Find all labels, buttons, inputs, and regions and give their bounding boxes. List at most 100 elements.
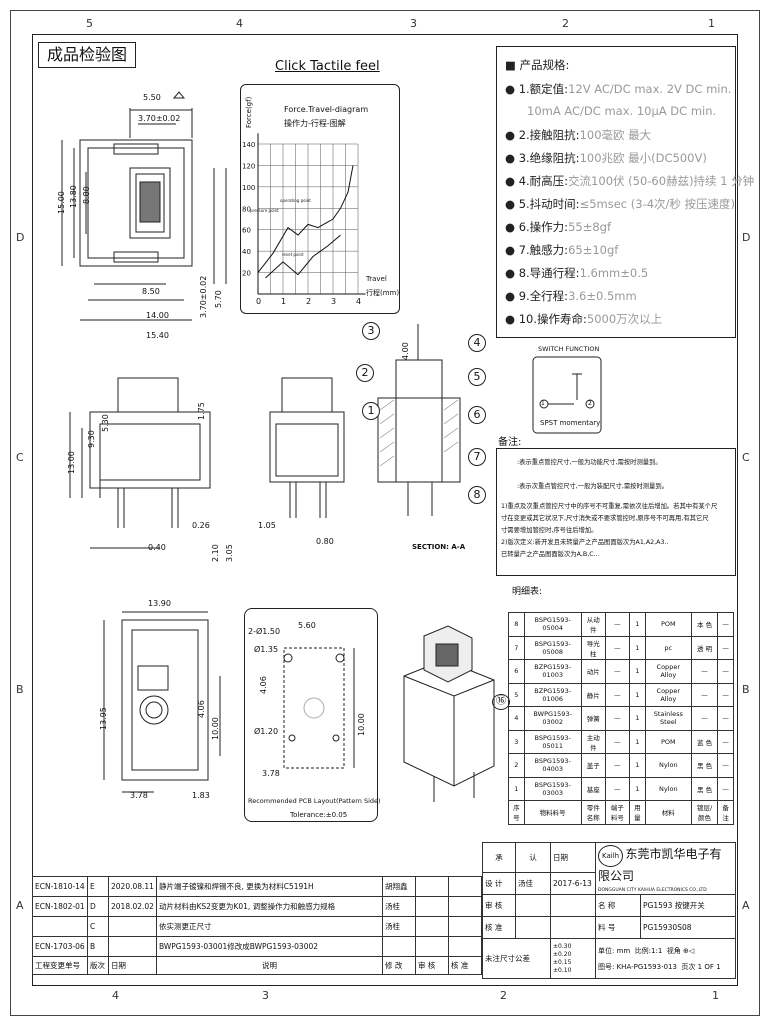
spec-item: ● 6.操作力:55±8gf: [505, 220, 611, 234]
pcb-caption: Recommended PCB Layout(Pattern Side): [248, 797, 381, 805]
dim-1-83: 1.83: [192, 791, 210, 800]
spec-value: 100兆欧 最小(DC500V): [579, 151, 707, 165]
part-balloon: 3: [362, 322, 380, 340]
spec-label: 6.操作力:: [518, 220, 569, 234]
spec-value: 100毫欧 最大: [579, 128, 652, 142]
dim-1-75: 1.75: [197, 402, 206, 420]
chart-y-tick: 20: [242, 270, 251, 278]
pcb-dim-1-35: Ø1.35: [254, 645, 279, 654]
bom-cell-term: —: [604, 753, 630, 778]
dim-9-30: 9.30: [87, 430, 96, 448]
notes-title: 备注:: [498, 437, 522, 448]
bom-cell-color: —: [690, 659, 719, 684]
zone-top-1: 1: [708, 17, 715, 30]
bom-cell-color: 蓝 色: [690, 729, 719, 754]
bom-cell-part: BSPG1593-05008: [523, 635, 582, 660]
bom-cell-name: 盖子: [580, 753, 606, 778]
spec-value: 5000万次以上: [586, 312, 663, 326]
bom-cell-no: 4: [508, 706, 525, 731]
bom-cell-part: BSPG1593-04003: [523, 753, 582, 778]
rev-cell-empty: [415, 936, 449, 957]
chart-y-tick: 100: [242, 184, 255, 192]
rev-col-desc: 说明: [155, 956, 384, 975]
bom-cell-no: 1: [508, 776, 525, 801]
tb-ren: 认: [515, 842, 551, 873]
drawing-border: [32, 34, 738, 986]
spst-symbol: [532, 356, 602, 434]
bom-cell-qty: 1: [628, 729, 646, 754]
rev-cell-empty: [448, 936, 482, 957]
chart-x-label-cn: 行程(mm): [366, 289, 400, 297]
chart-x-tick: 0: [256, 297, 261, 306]
part-balloon: 6: [468, 406, 486, 424]
zone-bottom-1: 1: [712, 989, 719, 1002]
bom-cell-qty: 1: [628, 706, 646, 731]
spec-header: ■ 产品规格:: [505, 58, 570, 72]
chart-y-tick: 80: [242, 205, 251, 213]
dim-0-40: 0.40: [148, 543, 166, 552]
spec-value: 1.6mm±0.5: [579, 266, 649, 280]
revision-header-row: 工程变更单号 版次 日期 说明 修 改 审 核 核 准: [32, 956, 482, 975]
pcb-layout-drawing: [283, 647, 355, 769]
rev-cell-empty: [415, 876, 449, 897]
zone-top-4: 4: [236, 17, 243, 30]
pcb-layout-frame: [244, 608, 378, 822]
spec-label: 4.耐高压:: [518, 174, 569, 188]
tb-part-label: 料 号: [595, 916, 641, 939]
note-line: 1)重点及次重点管控尺寸中的序号不可重复,需依次往后增加。若其中有某个尺: [501, 503, 718, 510]
chart-annotation: reset point: [282, 252, 304, 257]
bom-cell-mat: Stainless Steel: [644, 706, 692, 731]
spec-label: 5.抖动时间:: [518, 197, 580, 211]
chart-y-tick: 40: [242, 248, 251, 256]
zone-left-b: B: [16, 683, 24, 696]
rev-cell-empty: [415, 916, 449, 937]
part-balloon: 4: [468, 334, 486, 352]
bom-cell-name: 弹簧: [580, 706, 606, 731]
rev-cell-empty: [448, 896, 482, 917]
tb-page: 页次 1 OF 1: [681, 962, 721, 971]
chart-x-tick: 4: [356, 297, 361, 306]
dim-15-40: 15.40: [146, 331, 169, 340]
spec-item: ● 4.耐高压:交流100伏 (50-60赫兹)持续 1 分钟: [505, 174, 755, 188]
assembly-balloon: ⑯: [492, 694, 510, 710]
bom-cell-qty: 1: [628, 753, 646, 778]
tb-tol-4: ±0.10: [553, 966, 572, 974]
chart-y-tick: 60: [242, 227, 251, 235]
tb-tol-1: ±0.30: [553, 942, 572, 950]
spec-item: ● 8.导通行程:1.6mm±0.5: [505, 266, 649, 280]
bom-cell-term: —: [604, 706, 630, 731]
part-balloon: 8: [468, 486, 486, 504]
bom-cell-mat: Nylon: [644, 753, 692, 778]
zone-right-d: D: [742, 231, 751, 244]
bom-col-note: 备注: [717, 800, 734, 825]
rev-cell-ecn: ECN-1810-14: [32, 876, 88, 897]
bom-cell-color: 透 明: [690, 635, 719, 660]
rev-col-check: 审 核: [415, 956, 449, 975]
zone-bottom-3: 3: [262, 989, 269, 1002]
bom-col-no: 序号: [508, 800, 525, 825]
spec-value: 65±10gf: [568, 243, 619, 257]
bom-cell-no: 3: [508, 729, 525, 754]
bom-cell-color: 本 色: [690, 612, 719, 637]
bom-cell-qty: 1: [628, 612, 646, 637]
spec-value: 12V AC/DC max. 2V DC min.: [568, 82, 732, 96]
bom-cell-note: —: [717, 682, 734, 707]
company-name-cn: 东莞市凯华电子有限公司: [598, 846, 722, 883]
spec-item: ● 1.额定值:12V AC/DC max. 2V DC min.: [505, 82, 732, 96]
chart-series-line: [257, 165, 354, 273]
tb-drawing-label: 图号:: [598, 962, 615, 971]
side-view-drawing: [69, 377, 211, 549]
rev-cell-desc: 静片端子镀镍和焊锡不良, 更换为材料C5191H: [155, 876, 384, 897]
rev-cell-desc: 依实测更正尺寸: [155, 916, 384, 937]
bottom-view-drawing: [103, 611, 221, 793]
pcb-dim-10-00: 10.00: [357, 713, 366, 736]
tb-unit: 单位: mm: [598, 946, 631, 955]
pcb-dim-pad-dia: 2-Ø1.50: [248, 627, 281, 636]
chart-x-tick: 1: [281, 297, 286, 306]
